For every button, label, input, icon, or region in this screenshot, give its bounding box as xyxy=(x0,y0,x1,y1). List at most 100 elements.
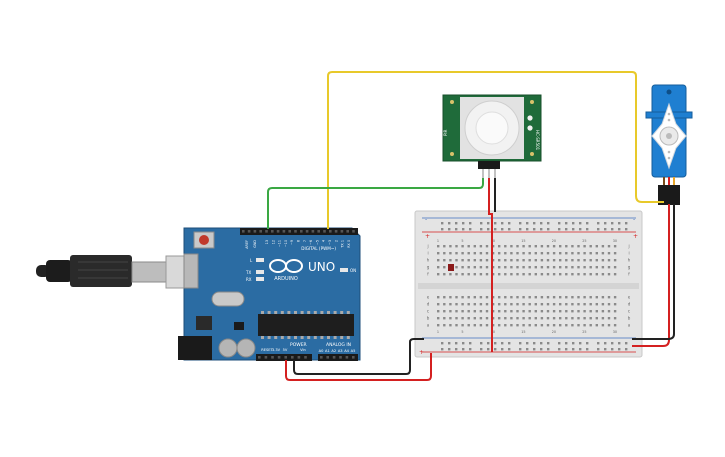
arduino-5v-red-wire[interactable] xyxy=(285,353,432,381)
breadboard-hole xyxy=(552,266,556,269)
breadboard-hole xyxy=(516,259,519,262)
breadboard-hole xyxy=(534,273,537,276)
rx-led-label: RX xyxy=(246,277,252,282)
breadboard-hole xyxy=(534,303,537,306)
reset-button[interactable] xyxy=(193,231,215,249)
servo-red-wire[interactable] xyxy=(632,204,670,347)
header-socket xyxy=(352,356,355,359)
column-number: 15 xyxy=(521,239,525,243)
breadboard-hole xyxy=(491,266,495,269)
breadboard-hole xyxy=(519,342,522,345)
breadboard-hole xyxy=(583,310,586,313)
breadboard-hole xyxy=(528,310,531,313)
breadboard-hole xyxy=(467,310,470,313)
breadboard-hole xyxy=(510,317,513,320)
breadboard-hole xyxy=(601,310,605,313)
row-letter: j xyxy=(627,244,629,249)
servo-black-wire[interactable] xyxy=(632,204,675,340)
breadboard-hole xyxy=(540,222,543,225)
breadboard-hole xyxy=(533,228,536,231)
breadboard-hole xyxy=(485,296,489,299)
header-socket xyxy=(332,356,336,359)
breadboard-hole xyxy=(501,222,504,225)
breadboard-hole xyxy=(611,342,614,345)
digital-header[interactable] xyxy=(240,228,358,235)
breadboard-hole xyxy=(604,228,607,231)
breadboard-hole xyxy=(487,222,490,225)
breadboard-hole xyxy=(571,266,574,269)
breadboard-hole xyxy=(485,252,489,255)
l-led xyxy=(256,258,264,262)
power-jack[interactable] xyxy=(178,336,212,360)
breadboard-hole xyxy=(565,310,568,313)
breadboard-hole xyxy=(443,324,446,327)
red-led[interactable] xyxy=(448,264,454,271)
breadboard-hole xyxy=(534,266,537,269)
yellow-wire[interactable] xyxy=(327,71,664,229)
header-socket xyxy=(339,356,342,359)
breadboard-hole xyxy=(455,273,458,276)
header-socket xyxy=(247,230,251,233)
breadboard-hole xyxy=(522,296,525,299)
breadboard-hole xyxy=(473,252,476,255)
digital-pin-label: ~11 xyxy=(278,240,282,247)
chip-pin xyxy=(346,311,350,314)
arduino-gnd-black-wire[interactable] xyxy=(293,338,424,375)
breadboard-hole xyxy=(577,266,580,269)
breadboard-hole xyxy=(558,348,561,351)
breadboard-hole xyxy=(522,303,525,306)
green-wire[interactable] xyxy=(267,178,484,229)
chip-pin xyxy=(327,336,330,339)
pir-red-wire[interactable] xyxy=(488,178,493,352)
breadboard-hole xyxy=(540,252,544,255)
header-socket xyxy=(282,230,286,233)
header-socket xyxy=(323,230,326,233)
breadboard-hole xyxy=(589,273,592,276)
analog-header[interactable] xyxy=(318,354,358,361)
breadboard-hole xyxy=(467,273,470,276)
servo-connector[interactable] xyxy=(658,185,680,205)
breadboard-hole xyxy=(461,266,464,269)
capacitor xyxy=(218,338,238,358)
breadboard-hole xyxy=(559,252,562,255)
power-header[interactable] xyxy=(256,354,312,361)
breadboard-hole xyxy=(498,296,501,299)
breadboard-hole xyxy=(485,324,489,327)
breadboard-hole xyxy=(533,342,536,345)
breadboard-hole xyxy=(589,317,592,320)
header-socket xyxy=(329,230,332,233)
breadboard-hole xyxy=(559,317,562,320)
pir-sensor[interactable]: HC-SR501 PIR xyxy=(442,94,542,180)
breadboard-hole xyxy=(558,222,561,225)
v33-pin-label: 3.3V xyxy=(272,348,281,352)
breadboard-hole xyxy=(540,273,544,276)
digital-pin-label: 7 xyxy=(303,240,307,242)
breadboard-hole xyxy=(508,228,511,231)
breadboard-hole xyxy=(501,342,504,345)
breadboard-hole xyxy=(572,342,575,345)
breadboard-hole xyxy=(485,273,489,276)
breadboard-hole xyxy=(528,296,531,299)
breadboard-hole xyxy=(579,228,582,231)
header-socket xyxy=(264,356,268,359)
servo-motor[interactable] xyxy=(645,84,693,205)
breadboard-hole xyxy=(577,324,580,327)
breadboard-hole xyxy=(479,245,483,248)
breadboard-hole xyxy=(625,342,628,345)
breadboard-hole xyxy=(504,259,507,262)
breadboard-hole xyxy=(534,296,537,299)
header-socket xyxy=(294,230,297,233)
chip-pin xyxy=(280,311,284,314)
breadboard-hole xyxy=(441,228,444,231)
breadboard-hole xyxy=(510,324,513,327)
breadboard-hole xyxy=(473,273,476,276)
usb-cable[interactable] xyxy=(36,255,197,289)
breadboard-hole xyxy=(491,259,495,262)
breadboard-hole xyxy=(571,317,574,320)
breadboard-hole xyxy=(589,296,592,299)
breadboard-hole xyxy=(595,317,598,320)
pir-pin-header[interactable] xyxy=(478,161,500,169)
